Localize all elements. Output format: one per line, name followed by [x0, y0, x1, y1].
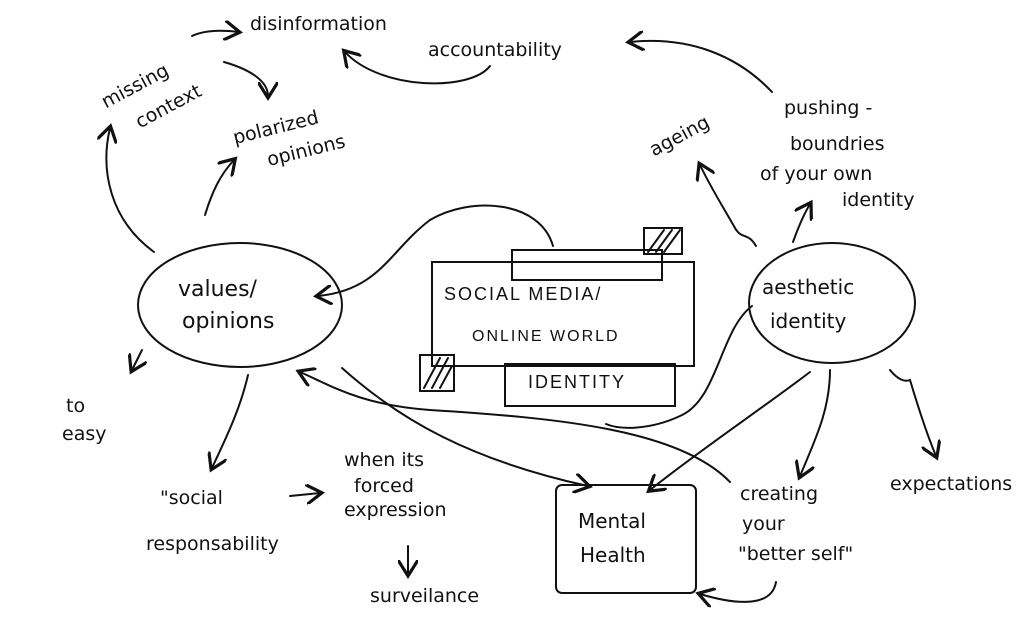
surveilance-label: surveilance: [370, 585, 480, 607]
pushing-label: pushing -: [784, 97, 873, 119]
connector-values-polarized: [204, 160, 234, 216]
easy-label: easy: [62, 423, 107, 445]
identity-tab-label: IDENTITY: [528, 372, 627, 392]
hatch-bottom-left: [419, 354, 455, 392]
identity-tab-box: [504, 363, 676, 407]
of-your-own-label: of your own: [760, 163, 873, 185]
connector-aesthetic-ageing: [700, 165, 757, 247]
connector-aesthetic-expectations: [889, 369, 936, 456]
connector-social-forced: [289, 493, 320, 496]
connector-values-easy: [132, 349, 142, 370]
connector-creating-values: [300, 372, 731, 483]
aesthetic-label: aesthetic: [762, 275, 855, 299]
connector-context-disinfo: [223, 61, 268, 96]
responsability-label: responsability: [146, 533, 279, 555]
hatch-top-right: [643, 227, 683, 255]
identity-small-label: identity: [842, 189, 915, 211]
connector-values-missing: [106, 128, 155, 253]
connector-values-social: [212, 374, 249, 468]
disinformation-label: disinformation: [250, 13, 387, 35]
social-media-label: SOCIAL MEDIA/: [444, 284, 603, 304]
online-world-label: ONLINE WORLD: [472, 328, 620, 345]
connector-center-values: [318, 204, 554, 296]
values-label: values/: [178, 277, 257, 302]
connector-accountability-disinfo: [345, 52, 491, 85]
connector-missing-disinfo: [191, 31, 238, 36]
mental-health-box: [555, 484, 697, 594]
better-self-label: "better self": [738, 543, 854, 565]
connector-aesthetic-creating: [800, 369, 831, 476]
forced-label: forced: [354, 475, 414, 497]
center-main-box: [431, 261, 695, 367]
center-back-box: [511, 249, 663, 281]
opinions-label: opinions: [182, 309, 275, 334]
connector-better-mental: [700, 581, 777, 602]
connector-aesthetic-pushing: [792, 204, 810, 243]
connector-aesthetic-identity: [605, 305, 753, 429]
when-its-label: when its: [344, 449, 424, 471]
identity-label: identity: [770, 309, 847, 333]
to-label: to: [66, 395, 86, 417]
connector-values-mental: [341, 367, 588, 486]
connector-pushing-accountability: [630, 41, 773, 93]
expression-label: expression: [344, 499, 447, 521]
mental-label: Mental: [578, 509, 646, 533]
aesthetic-identity-ellipse: [748, 242, 916, 364]
connector-aesthetic-mental: [650, 371, 811, 490]
expectations-label: expectations: [890, 473, 1013, 495]
your-label: your: [742, 513, 785, 535]
values-opinions-ellipse: [137, 242, 343, 368]
social-label: "social: [160, 487, 223, 509]
health-label: Health: [580, 543, 646, 567]
boundries-label: boundries: [790, 133, 885, 155]
accountability-label: accountability: [428, 39, 562, 61]
creating-label: creating: [740, 483, 819, 505]
